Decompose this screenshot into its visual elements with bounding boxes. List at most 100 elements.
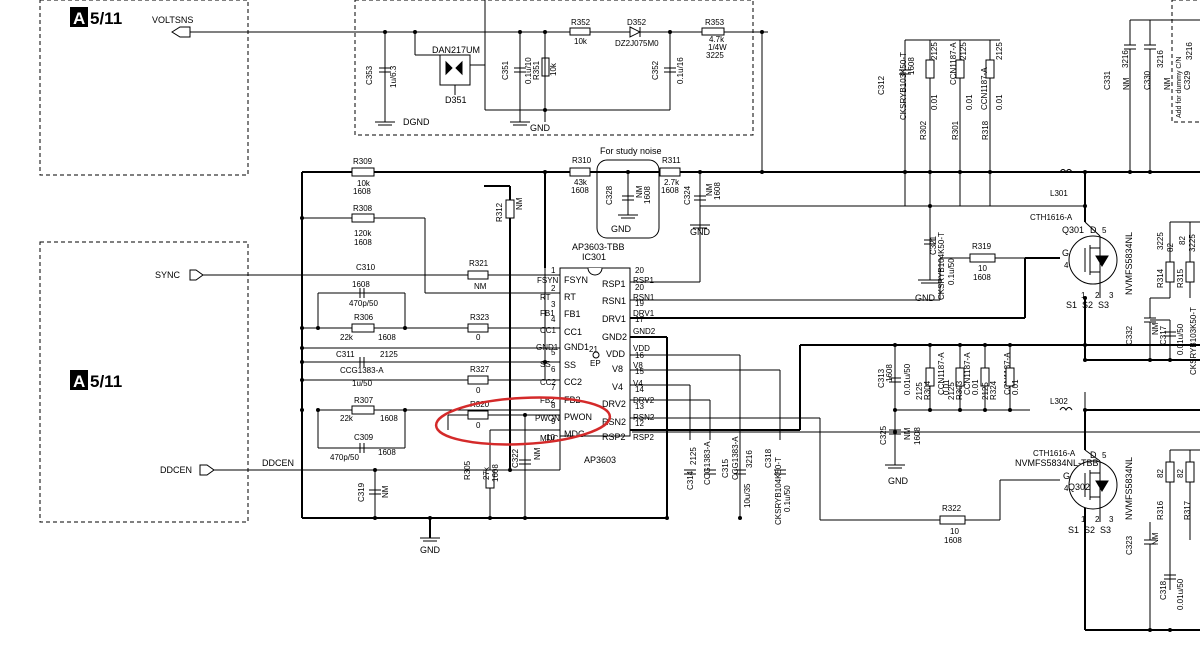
svg-text:2125: 2125 (689, 447, 698, 465)
svg-text:SS: SS (564, 360, 576, 370)
svg-text:6: 6 (551, 365, 556, 374)
svg-text:R324: R324 (989, 380, 998, 400)
svg-text:1608: 1608 (713, 182, 722, 200)
svg-text:CC1: CC1 (564, 327, 582, 337)
ic-name-label: AP3603 (584, 455, 616, 465)
svg-text:C324: C324 (683, 185, 692, 205)
junction-dots (300, 30, 1172, 632)
sheet-ref-badge[interactable]: A 5/11 (70, 7, 122, 28)
svg-text:0.01u/50: 0.01u/50 (1176, 323, 1185, 355)
ic-ref-label: IC301 (582, 252, 606, 262)
svg-text:82: 82 (1178, 236, 1187, 245)
svg-text:CKSRYB103K50-T: CKSRYB103K50-T (1189, 307, 1198, 375)
svg-text:C325: C325 (879, 425, 888, 445)
svg-text:D352: D352 (627, 18, 647, 27)
svg-text:10: 10 (978, 264, 987, 273)
c308-capacitor: 1608 470p/50 (349, 280, 378, 308)
svg-text:C315: C315 (721, 458, 730, 478)
ground-dgnd: DGND (375, 117, 430, 127)
r305-resistor: R305 27k 1608 (463, 460, 500, 489)
svg-text:GND: GND (611, 224, 632, 234)
dashed-boxes (39, 0, 1200, 523)
svg-text:NM: NM (515, 197, 524, 210)
svg-text:VOLTSNS: VOLTSNS (152, 15, 193, 25)
svg-text:CC2: CC2 (564, 377, 582, 387)
svg-text:10: 10 (950, 527, 959, 536)
ground-gnd-top: GND (510, 121, 551, 133)
c352-capacitor: C352 0.1u/16 (651, 57, 685, 84)
svg-text:NM: NM (1122, 77, 1131, 90)
svg-text:CCG1383-A: CCG1383-A (703, 441, 712, 485)
c353-capacitor: C353 1u/6.3 (365, 65, 398, 88)
svg-text:GND2: GND2 (633, 327, 656, 336)
svg-text:1608: 1608 (353, 187, 371, 196)
c322-capacitor: C322 NM (511, 447, 542, 468)
svg-text:1608: 1608 (380, 414, 398, 423)
svg-text:0.01: 0.01 (995, 94, 1004, 110)
svg-text:120k: 120k (354, 229, 372, 238)
svg-text:C318: C318 (764, 448, 773, 468)
svg-text:CC1: CC1 (540, 326, 557, 335)
svg-text:14: 14 (635, 385, 644, 394)
svg-text:R311: R311 (662, 156, 681, 165)
c332-capacitor: C332 NM (1125, 298, 1160, 360)
svg-text:3216: 3216 (1156, 50, 1165, 68)
svg-text:C352: C352 (651, 60, 660, 80)
svg-text:PWON: PWON (535, 414, 560, 423)
r303-resistor: 0.01 2125 R303 CCN1187-A (942, 352, 972, 400)
r302-resistor: R302 0.01 2125 CCN1187-A (919, 40, 958, 172)
r307-resistor: R307 22k 1608 (340, 396, 398, 423)
c318-capacitor: C318 0.01u/50 (1159, 574, 1185, 610)
r317-resistor: 82 R317 (1176, 450, 1195, 540)
svg-text:CCG1383-A: CCG1383-A (340, 366, 384, 375)
svg-text:10u/35: 10u/35 (743, 483, 752, 508)
svg-text:3225: 3225 (1188, 234, 1197, 252)
svg-text:NM: NM (1151, 322, 1160, 335)
r304-resistor: 2125 R304 CCN1187-A (915, 352, 946, 400)
c309-capacitor: C309 470p/50 1608 (330, 433, 396, 462)
svg-text:1608: 1608 (907, 57, 916, 75)
svg-text:3216: 3216 (1185, 42, 1194, 60)
svg-text:22k: 22k (340, 333, 354, 342)
svg-text:S3: S3 (1100, 525, 1111, 535)
c311-capacitor: C311 2125 CCG1383-A 1u/50 (336, 350, 398, 388)
svg-text:C329: C329 (1183, 70, 1192, 90)
svg-text:R320: R320 (470, 400, 490, 409)
svg-text:VDD: VDD (633, 344, 650, 353)
svg-text:R321: R321 (469, 259, 489, 268)
c313-capacitor: C313 0.01u/50 1608 (877, 363, 912, 395)
d351-dual-diode: DAN217UM D351 (432, 45, 480, 105)
svg-text:R305: R305 (463, 460, 472, 480)
svg-text:7: 7 (551, 383, 556, 392)
sheet-ref-badge-2[interactable]: A 5/11 (70, 370, 122, 391)
svg-text:0: 0 (476, 386, 481, 395)
svg-text:5/11: 5/11 (90, 9, 122, 28)
svg-text:SS: SS (540, 360, 551, 369)
r303-extra: 0.01 (1005, 367, 1020, 395)
svg-text:S2: S2 (1082, 300, 1093, 310)
svg-text:0: 0 (476, 333, 481, 342)
svg-text:GND: GND (690, 227, 711, 237)
svg-text:RT: RT (564, 292, 576, 302)
svg-text:MDC: MDC (540, 434, 558, 443)
svg-text:NM: NM (635, 185, 644, 198)
r309-resistor: R309 10k 1608 (351, 157, 375, 196)
svg-text:0.1u/50: 0.1u/50 (783, 485, 792, 512)
r323-resistor: R323 0 (467, 313, 490, 342)
connector-voltsns: VOLTSNS (152, 15, 193, 38)
svg-text:NM: NM (705, 183, 714, 196)
svg-text:10k: 10k (549, 62, 558, 76)
r321-resistor: R321 NM (467, 259, 489, 291)
svg-text:L301: L301 (1050, 189, 1068, 198)
svg-text:RSP2: RSP2 (602, 432, 626, 442)
svg-text:C351: C351 (501, 60, 510, 80)
svg-text:22k: 22k (340, 414, 354, 423)
svg-text:0.01: 0.01 (1011, 379, 1020, 395)
svg-text:For study noise: For study noise (600, 146, 662, 156)
svg-text:NM: NM (474, 282, 487, 291)
svg-text:1608: 1608 (491, 464, 500, 482)
svg-text:RSN1: RSN1 (602, 296, 626, 306)
svg-text:15: 15 (635, 367, 644, 376)
svg-text:Add for dummy C/N: Add for dummy C/N (1176, 57, 1183, 118)
